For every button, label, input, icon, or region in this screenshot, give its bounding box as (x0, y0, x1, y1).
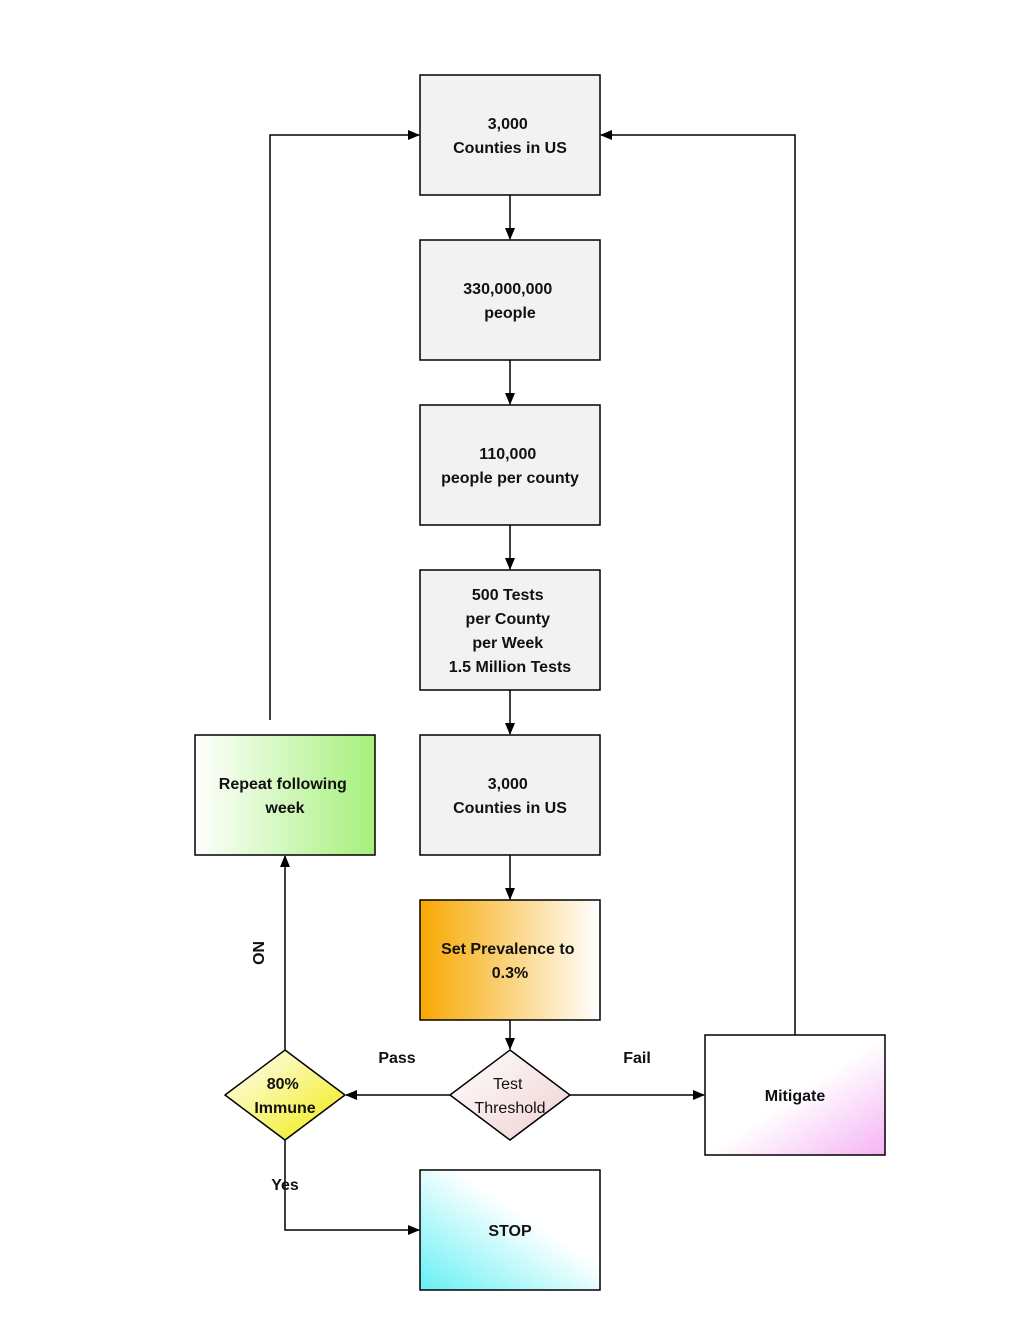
node-mitigate: Mitigate (704, 1034, 886, 1156)
node-immune-line-2: Immune (254, 1100, 315, 1117)
node-mitigate-line-1: Mitigate (765, 1088, 826, 1105)
node-people-per-county: 110,000 people per county (419, 404, 601, 526)
node-prevalence-line-1: Set Prevalence to (441, 941, 575, 958)
node-counties-top-line-1: 3,000 (488, 116, 528, 133)
node-test-threshold-line-2: Threshold (474, 1100, 545, 1117)
edge-label-pass: Pass (378, 1050, 415, 1067)
svg-text:3,000 Counties in US: 3,000 Counties in US (453, 776, 567, 817)
node-tests-line-4: 1.5 Million Tests (449, 659, 572, 676)
node-people-line-2: people (484, 305, 536, 322)
node-counties-mid-line-2: Counties in US (453, 800, 567, 817)
node-tests-line-2: per County (466, 611, 551, 628)
node-people-per-county-line-1: 110,000 (479, 446, 536, 463)
svg-text:500 Tests per County: 500 Tests per County per Week 1.5 Millio… (449, 587, 572, 676)
edge-label-yes: Yes (271, 1177, 299, 1194)
node-tests: 500 Tests per County per Week 1.5 Millio… (419, 569, 601, 691)
node-counties-mid: 3,000 Counties in US (419, 734, 601, 856)
node-counties-mid-line-1: 3,000 (488, 776, 528, 793)
node-repeat-line-1: Repeat following (219, 776, 347, 793)
svg-text:3,000 Counties in US: 3,000 Counties in US (453, 116, 567, 157)
svg-text:80% Immune: 80% Immune (254, 1076, 315, 1117)
node-tests-line-3: per Week (472, 635, 543, 652)
edge-label-fail: Fail (623, 1050, 651, 1067)
edges (269, 130, 796, 1235)
node-people-per-county-line-2: people per county (441, 470, 579, 487)
svg-text:330,000,000 people: 330,000,000 people (463, 281, 556, 322)
node-immune: 80% Immune (223, 1049, 347, 1141)
svg-text:Repeat following week: Repeat following week (219, 776, 351, 817)
node-stop-line-1: STOP (488, 1223, 532, 1240)
node-immune-line-1: 80% (267, 1076, 299, 1093)
svg-text:Set Prevalence to 0.3%: Set Prevalence to 0.3% (441, 941, 579, 982)
edge-mitigate-to-counties (600, 130, 796, 1035)
node-prevalence: Set Prevalence to 0.3% (419, 899, 601, 1021)
node-counties-top-line-2: Counties in US (453, 140, 567, 157)
node-people: 330,000,000 people (419, 239, 601, 361)
node-prevalence-line-2: 0.3% (492, 965, 528, 982)
node-repeat: Repeat following week (194, 734, 376, 856)
svg-text:Test Threshold: Test Threshold (474, 1076, 545, 1117)
edge-immune-to-stop (284, 1140, 420, 1235)
svg-text:STOP: STOP (488, 1223, 532, 1240)
node-tests-line-1: 500 Tests (472, 587, 544, 604)
svg-text:Mitigate: Mitigate (765, 1088, 826, 1105)
node-test-threshold-line-1: Test (493, 1076, 523, 1093)
node-counties-top: 3,000 Counties in US (419, 74, 601, 196)
edge-repeat-to-counties (269, 130, 420, 720)
node-people-line-1: 330,000,000 (463, 281, 552, 298)
svg-text:110,000 people per count: 110,000 people per county (441, 446, 579, 487)
node-repeat-line-2: week (264, 800, 304, 817)
node-test-threshold: Test Threshold (448, 1049, 572, 1141)
node-stop: STOP (419, 1169, 601, 1291)
edge-label-no: NO (249, 941, 266, 965)
